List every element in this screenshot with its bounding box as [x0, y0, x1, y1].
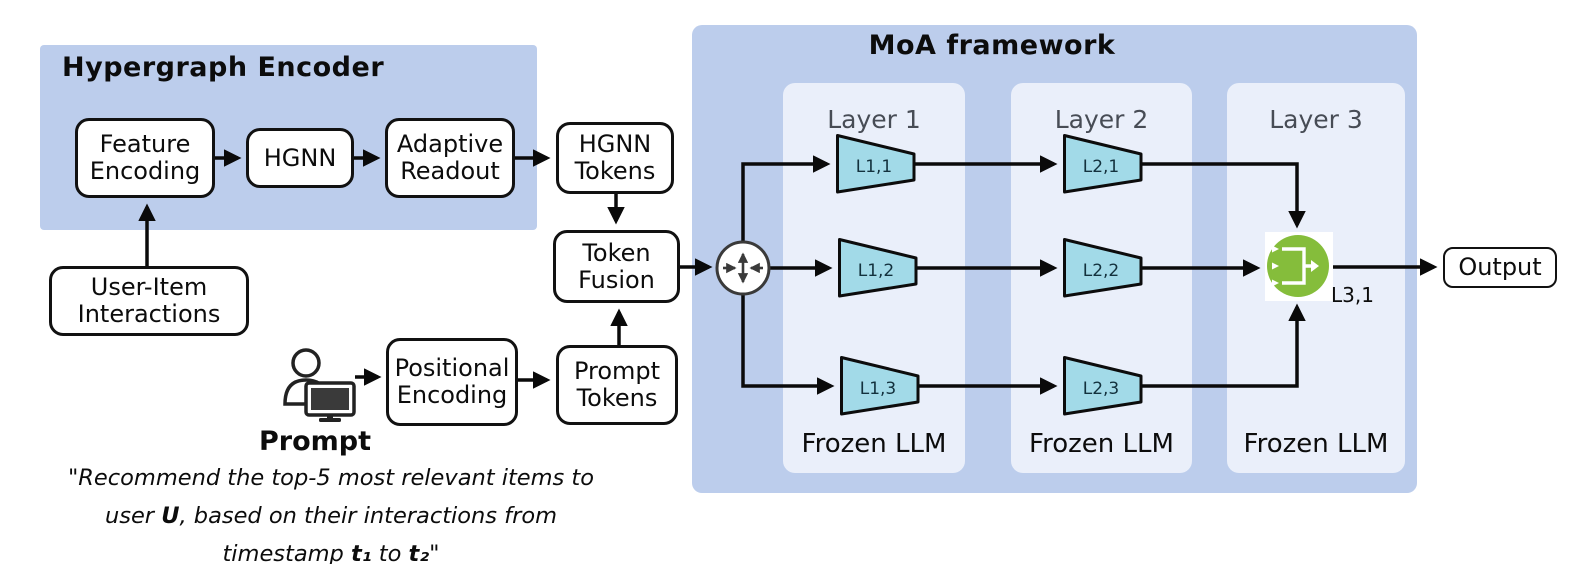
feature-encoding-node: Feature Encoding — [75, 118, 215, 198]
token-fusion-node: Token Fusion — [553, 230, 680, 303]
layer3-frozen-llm-label: Frozen LLM — [1243, 429, 1389, 459]
hgnn-tokens-node: HGNN Tokens — [556, 122, 674, 194]
layer2-frozen-llm-label: Frozen LLM — [1029, 429, 1174, 459]
user-item-interactions-node: User-Item Interactions — [49, 266, 249, 336]
layer3-panel: Layer 3 Frozen LLM — [1227, 83, 1405, 473]
expert-trapezoid — [1063, 356, 1143, 416]
quote-line1: "Recommend the top-5 most relevant items… — [67, 465, 595, 491]
expert-label: L2,2 — [1082, 261, 1120, 281]
expert-trapezoid — [838, 238, 918, 298]
expert-trapezoid — [1063, 134, 1143, 194]
layer1-title: Layer 1 — [827, 105, 921, 134]
expert-label: L2,1 — [1082, 157, 1120, 177]
quote-line3-post: " — [429, 541, 440, 564]
quote-user-var: U — [161, 503, 180, 529]
expert-l2-2: L2,2 — [1063, 238, 1143, 298]
expert-label: L1,1 — [855, 157, 893, 177]
quote-t2-var: t₂ — [408, 541, 430, 564]
output-node: Output — [1443, 247, 1557, 288]
quote-line2-post: , based on their interactions from — [179, 503, 558, 529]
user-at-computer-icon — [283, 348, 356, 422]
prompt-tokens-node: Prompt Tokens — [556, 345, 678, 425]
quote-line3-pre: timestamp — [222, 541, 351, 564]
token-splitter-icon — [715, 240, 771, 296]
quote-line3-mid: to — [371, 541, 409, 564]
aggregator-merge-icon — [1265, 232, 1333, 301]
layer3-title: Layer 3 — [1269, 105, 1363, 134]
moa-framework-title: MoA framework — [868, 30, 1116, 61]
expert-l1-2: L1,2 — [838, 238, 918, 298]
positional-encoding-node: Positional Encoding — [386, 338, 518, 426]
hgnn-node: HGNN — [246, 128, 354, 188]
expert-trapezoid — [836, 134, 916, 194]
expert-trapezoid — [1063, 238, 1143, 298]
expert-l1-3: L1,3 — [840, 356, 920, 416]
adaptive-readout-node: Adaptive Readout — [385, 118, 515, 198]
hypergraph-encoder-title: Hypergraph Encoder — [62, 52, 385, 83]
expert-l1-1: L1,1 — [836, 134, 916, 194]
expert-l2-1: L2,1 — [1063, 134, 1143, 194]
expert-trapezoid — [840, 356, 920, 416]
prompt-label: Prompt — [258, 426, 372, 457]
expert-l2-3: L2,3 — [1063, 356, 1143, 416]
layer1-frozen-llm-label: Frozen LLM — [801, 429, 947, 459]
expert-label: L2,3 — [1082, 379, 1120, 399]
quote-line2-pre: user — [104, 503, 162, 529]
aggregator-label: L3,1 — [1331, 283, 1374, 307]
layer2-title: Layer 2 — [1054, 105, 1149, 134]
quote-t1-var: t₁ — [351, 541, 372, 564]
expert-label: L1,3 — [859, 379, 897, 399]
expert-label: L1,2 — [857, 261, 895, 281]
prompt-quote: "Recommend the top-5 most relevant items… — [35, 459, 627, 564]
